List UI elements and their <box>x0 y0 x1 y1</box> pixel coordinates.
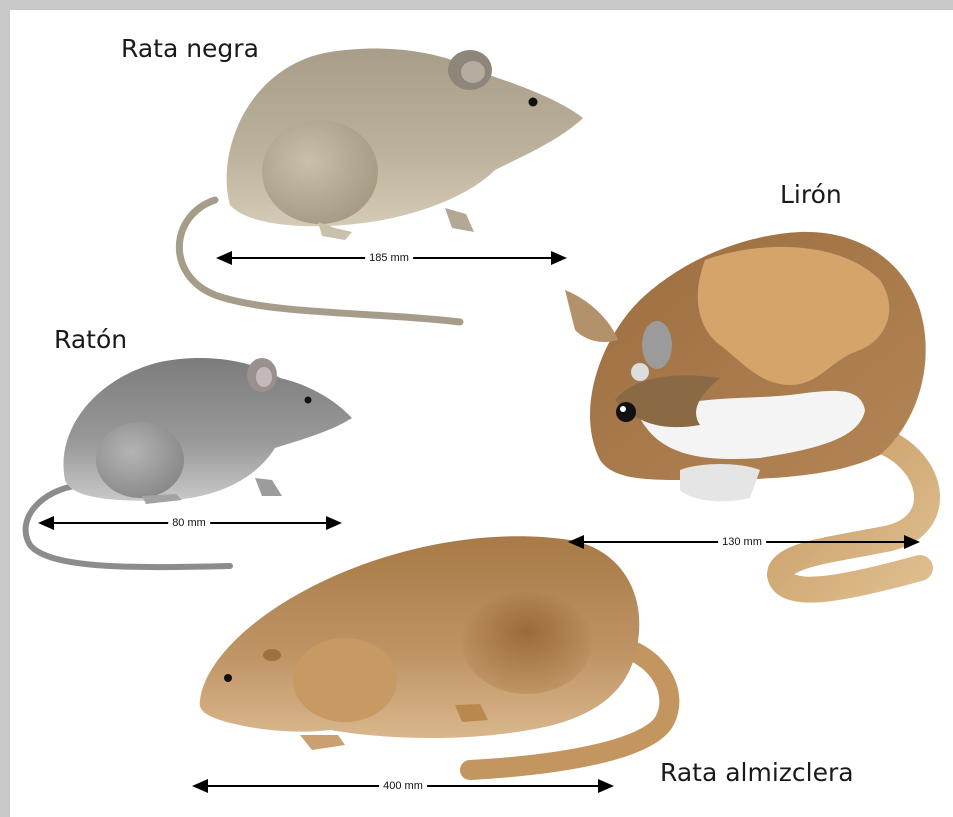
rata-negra-length: 185 mm <box>365 252 413 264</box>
liron-cheek <box>631 363 649 381</box>
rata-almizclera-shoulder <box>293 638 397 722</box>
liron-paws <box>680 464 760 501</box>
liron-eye <box>616 402 636 422</box>
rata-negra-foot-front <box>445 208 474 232</box>
rata-almizclera-length: 400 mm <box>379 780 427 792</box>
liron-eye-highlight <box>620 406 626 412</box>
liron-ear <box>565 290 618 342</box>
raton-foot-front <box>255 478 282 496</box>
liron-ear-inner <box>642 321 672 369</box>
rata-almizclera-foot-front <box>300 735 345 750</box>
rata-almizclera-ear <box>263 649 281 661</box>
rata-negra-ear-inner <box>461 61 485 83</box>
liron-length: 130 mm <box>718 536 766 548</box>
rata-almizclera-eye <box>224 674 232 682</box>
rata-negra-haunch <box>262 120 378 224</box>
raton-label: Ratón <box>54 325 127 354</box>
raton-haunch <box>96 422 184 498</box>
raton-length: 80 mm <box>168 517 210 529</box>
liron-label: Lirón <box>780 180 842 209</box>
rata-negra-label: Rata negra <box>121 34 259 63</box>
raton-figure <box>26 358 352 567</box>
rata-almizclera-figure <box>200 536 670 770</box>
raton-ear-inner <box>256 367 272 387</box>
rata-negra-eye <box>529 98 538 107</box>
rata-almizclera-label: Rata almizclera <box>660 758 854 787</box>
rata-almizclera-haunch <box>462 590 592 694</box>
rata-negra-figure <box>179 49 583 322</box>
raton-eye <box>305 397 312 404</box>
